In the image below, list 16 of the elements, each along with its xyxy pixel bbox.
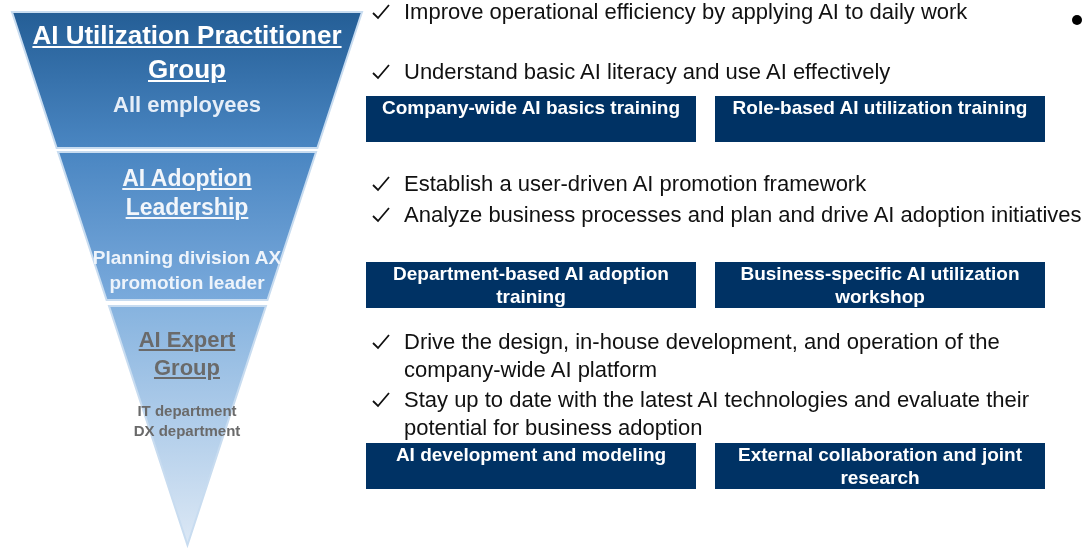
objective-text: Improve operational efficiency by applying AI to daily work [404,0,969,26]
objective-text: Drive the design, in-house development, and operation of the company-wide AI platform [404,328,1001,384]
tier-title: AI Expert Group [137,326,237,382]
training-box: Department-based AI adoption training [366,262,696,308]
objective-text: Understand basic AI literacy and use AI effectively [404,58,892,86]
training-box: Role-based AI utilization training [715,96,1045,142]
tier-title: AI Utilization Practitioner Group [31,19,343,86]
training-box: External collaboration and joint research [715,443,1045,489]
training-box: Company-wide AI basics training [366,96,696,142]
training-box: AI development and modeling [366,443,696,489]
tier-title: AI Adoption Leadership [121,164,253,222]
objective-text: Analyze business processes and plan and drive AI adoption initiatives [404,201,1083,229]
objective-text: Stay up to date with the latest AI technologies and evaluate their potential for business adoption [404,386,1030,442]
tier-members: Planning division AX promotion leader [91,246,283,295]
objective-text: Establish a user-driven AI promotion framework [404,170,868,198]
training-box: Business-specific AI utilization workshop [715,262,1045,308]
